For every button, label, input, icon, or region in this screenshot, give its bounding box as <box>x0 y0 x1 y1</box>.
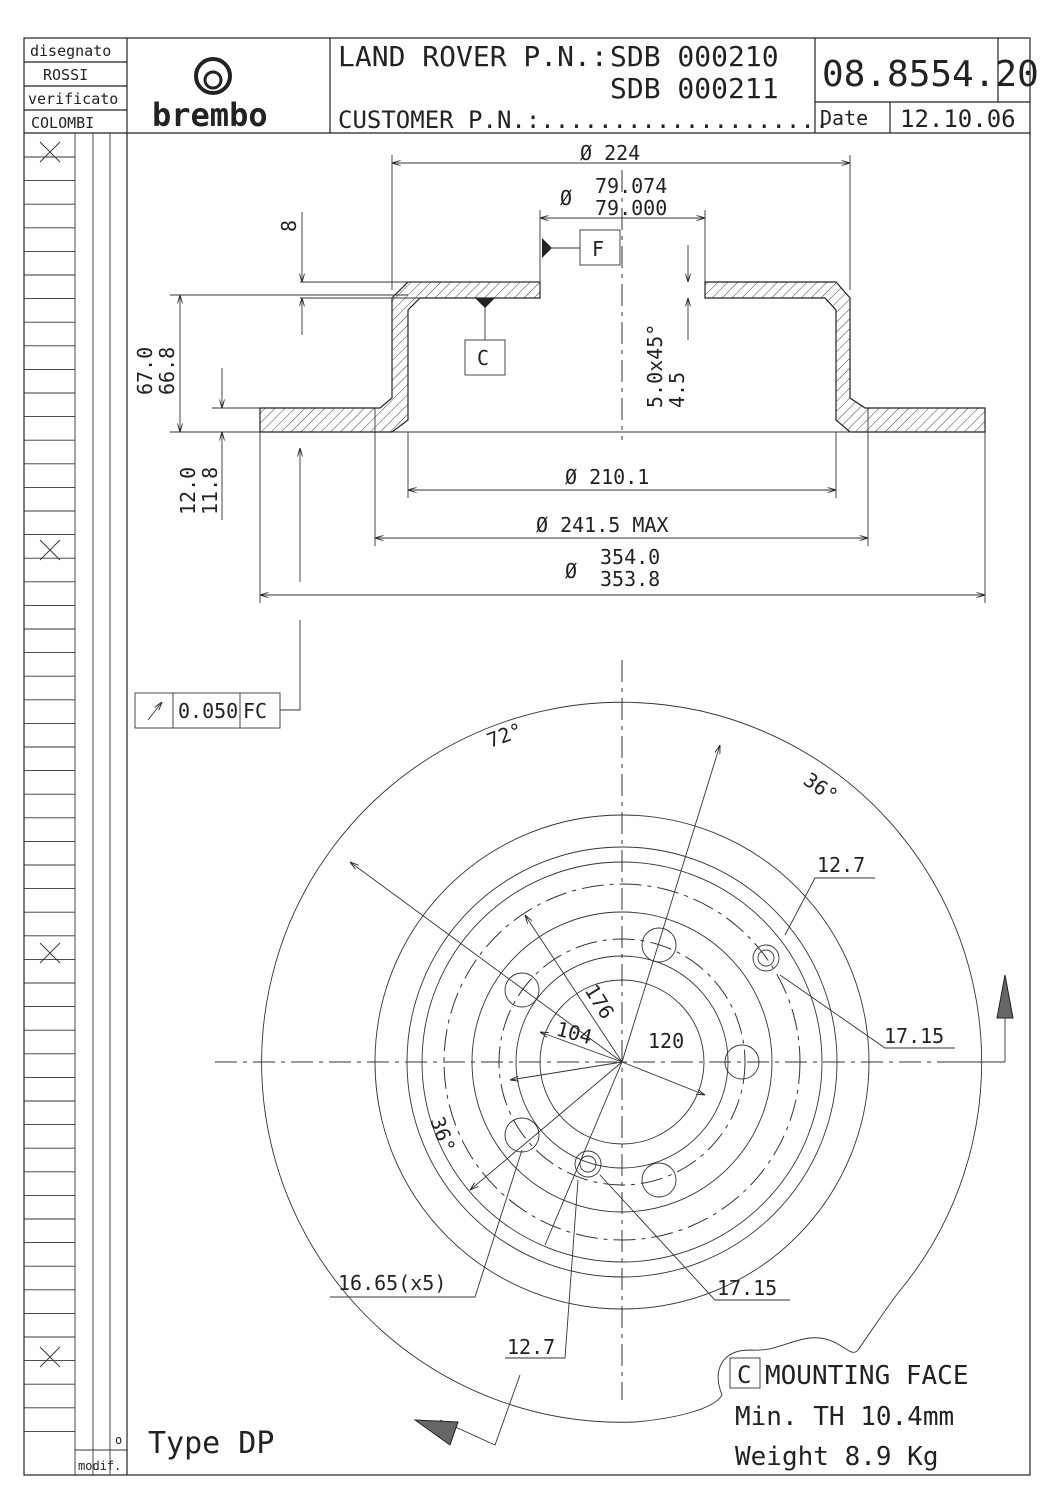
part-number: 08.8554.20 <box>822 54 1039 95</box>
oem-label: LAND ROVER P.N.: <box>338 40 608 73</box>
dim-outer-max: 354.0 <box>600 545 660 569</box>
view-arrow-icon-right <box>996 974 1014 1019</box>
title-block: disegnato ROSSI verificato COLOMBI bremb… <box>24 38 1039 1475</box>
checked-label: verificato <box>28 90 118 108</box>
svg-text:Ø: Ø <box>565 559 577 583</box>
svg-text:120: 120 <box>648 1029 684 1053</box>
svg-text:36°: 36° <box>425 1114 460 1156</box>
modif-label: modif. <box>78 1459 121 1473</box>
min-thickness-note: Min. TH 10.4mm <box>735 1402 954 1432</box>
date-label: Date <box>820 106 868 130</box>
dim-241: Ø 241.5 MAX <box>536 513 668 537</box>
svg-text:176: 176 <box>580 980 619 1023</box>
dim-210: Ø 210.1 <box>565 465 649 489</box>
svg-text:8: 8 <box>277 220 301 232</box>
drawn-by: ROSSI <box>43 66 88 84</box>
dim-17-15-bottom: 17.15 <box>717 1276 777 1300</box>
svg-text:72°: 72° <box>484 718 526 753</box>
oem-pn-2: SDB 000211 <box>610 72 779 105</box>
brembo-logo: brembo <box>152 57 268 134</box>
runout-arrow-icon <box>147 702 162 721</box>
customer-pn: CUSTOMER P.N.:.................... <box>338 106 829 134</box>
datum-f: F <box>592 237 604 261</box>
dim-bore-min: 79.000 <box>595 196 667 220</box>
drawn-label: disegnato <box>30 42 111 60</box>
svg-text:36°: 36° <box>799 767 842 807</box>
dim-outer-min: 353.8 <box>600 567 660 591</box>
outer-disc-outline <box>261 701 983 1423</box>
dim-16-65: 16.65(x5) <box>338 1271 446 1295</box>
weight-note: Weight 8.9 Kg <box>735 1442 939 1472</box>
svg-text:Ø: Ø <box>560 186 572 210</box>
front-view: 72° 36° 36° 12.7 12.7 17.15 17.15 176 10… <box>215 660 1014 1446</box>
notes: C MOUNTING FACE Min. TH 10.4mm Weight 8.… <box>148 1357 969 1472</box>
locating-holes <box>574 944 780 1178</box>
oem-pn-1: SDB 000210 <box>610 40 779 73</box>
datum-c: C <box>477 346 489 370</box>
svg-text:104: 104 <box>554 1017 595 1050</box>
drawing-frame <box>23 37 1031 1476</box>
view-arrow-icon <box>413 1419 459 1446</box>
dim-bore-max: 79.074 <box>595 174 667 198</box>
break-line <box>634 1292 899 1423</box>
tolerance-datum: FC <box>243 699 267 723</box>
type-label: Type DP <box>148 1426 274 1461</box>
revision-strip: o modif. <box>24 133 127 1475</box>
dim-17-15-right: 17.15 <box>884 1024 944 1048</box>
tolerance-value: 0.050 <box>178 699 238 723</box>
svg-text:C: C <box>737 1361 751 1389</box>
checked-by: COLOMBI <box>31 114 94 132</box>
svg-text:4.5: 4.5 <box>665 372 689 408</box>
mounting-face-note: MOUNTING FACE <box>765 1361 969 1391</box>
svg-text:11.8: 11.8 <box>198 467 222 515</box>
dim-224: Ø 224 <box>580 141 640 165</box>
runout-tolerance-frame: 0.050 FC <box>134 448 300 729</box>
date-value: 12.10.06 <box>900 105 1016 133</box>
dim-12-7-bottom: 12.7 <box>507 1335 555 1359</box>
section-view: Ø 224 Ø 79.074 79.000 F C 8 67.0 66.8 12… <box>133 141 986 603</box>
modif-mark: o <box>115 1433 122 1447</box>
dim-12-7-top: 12.7 <box>817 853 865 877</box>
svg-text:66.8: 66.8 <box>155 347 179 395</box>
bolt-holes <box>504 927 760 1198</box>
svg-text:5.0x45°: 5.0x45° <box>643 324 667 408</box>
svg-text:67.0: 67.0 <box>133 347 157 395</box>
svg-text:12.0: 12.0 <box>176 467 200 515</box>
svg-text:brembo: brembo <box>152 96 268 134</box>
